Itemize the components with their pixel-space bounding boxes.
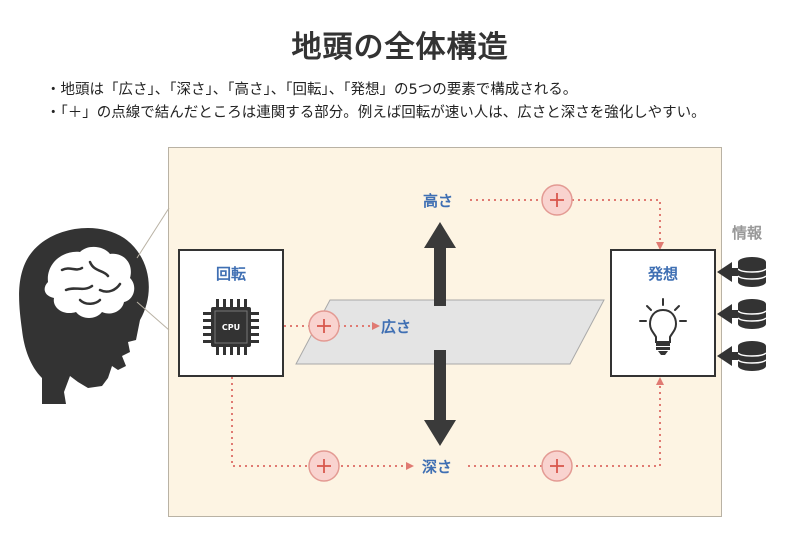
database-icon <box>737 257 767 371</box>
hassou-box: 発想 <box>610 249 716 377</box>
kaiten-label: 回転 <box>215 265 246 283</box>
light-bulb-icon <box>639 298 687 355</box>
callout-line-top <box>136 207 170 259</box>
hassou-label: 発想 <box>647 265 678 283</box>
page-title: 地頭の全体構造 <box>291 30 509 65</box>
takasa-label: 高さ <box>423 192 454 210</box>
connector-takasa-hassou <box>470 199 664 250</box>
info-input-arrows <box>717 262 738 366</box>
kaiten-box: 回転 CPU <box>178 249 284 377</box>
plus-markers <box>308 184 573 482</box>
callout-line-bottom <box>136 301 170 331</box>
hirosa-label: 広さ <box>381 318 412 336</box>
head-brain-icon <box>19 227 149 404</box>
description-line-2: ・「＋」の点線で結んだところは連関する部分。例えば回転が速い人は、広さと深さを強… <box>46 105 706 121</box>
vertical-axis-arrow <box>424 222 456 446</box>
connector-lines <box>231 199 664 470</box>
cpu-chip-icon: CPU <box>203 299 259 355</box>
connector-fukasa-hassou <box>468 377 664 467</box>
info-label: 情報 <box>732 224 763 242</box>
description-line-1: ・地頭は「広さ」、「深さ」、「高さ」、「回転」、「発想」の5つの要素で構成される… <box>46 82 578 98</box>
breadth-plane <box>295 299 605 365</box>
cpu-text: CPU <box>222 323 240 332</box>
fukasa-label: 深さ <box>422 458 453 476</box>
